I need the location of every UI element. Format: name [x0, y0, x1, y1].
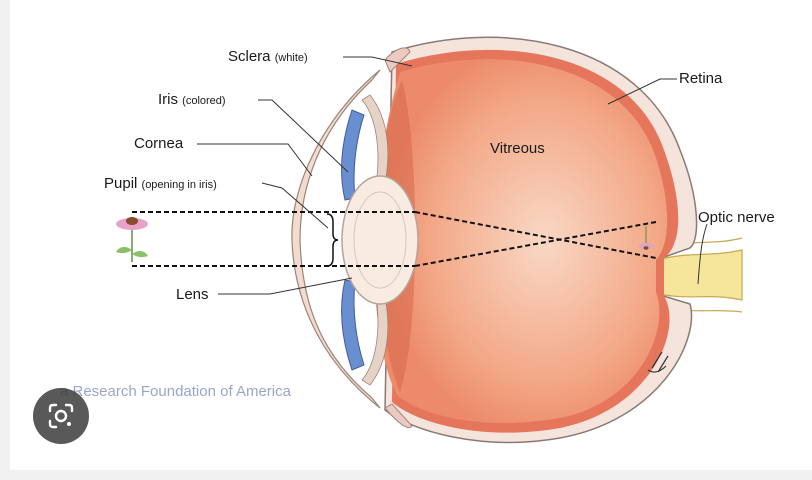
eye-anatomy-diagram: Sclera (white) Iris (colored) Cornea Pup…: [104, 36, 775, 444]
light-rays: [132, 211, 657, 267]
label-pupil: Pupil (opening in iris): [104, 175, 217, 192]
left-gutter: [0, 0, 10, 480]
object-flower-icon: [116, 217, 148, 262]
ray-top-cross: [414, 211, 657, 259]
lens: [341, 175, 419, 305]
bottom-gutter: [0, 470, 812, 480]
leader-lines: [197, 56, 708, 295]
retinal-image-flower-icon: [639, 226, 653, 250]
copyright-watermark: a Research Foundation of America: [60, 383, 291, 400]
google-lens-button[interactable]: [33, 388, 89, 444]
label-retina: Retina: [679, 70, 723, 87]
ray-bottom-cross: [414, 221, 657, 267]
surgical-mark-icon: [647, 351, 669, 373]
label-optic-nerve: Optic nerve: [698, 209, 775, 226]
label-cornea: Cornea: [134, 135, 184, 152]
pupil-bracket: [326, 213, 339, 267]
label-lens: Lens: [176, 286, 209, 303]
cornea: [291, 47, 413, 428]
label-iris: Iris (colored): [158, 91, 226, 108]
label-vitreous: Vitreous: [490, 140, 545, 157]
google-lens-icon: [48, 403, 74, 429]
label-sclera: Sclera (white): [228, 48, 308, 65]
